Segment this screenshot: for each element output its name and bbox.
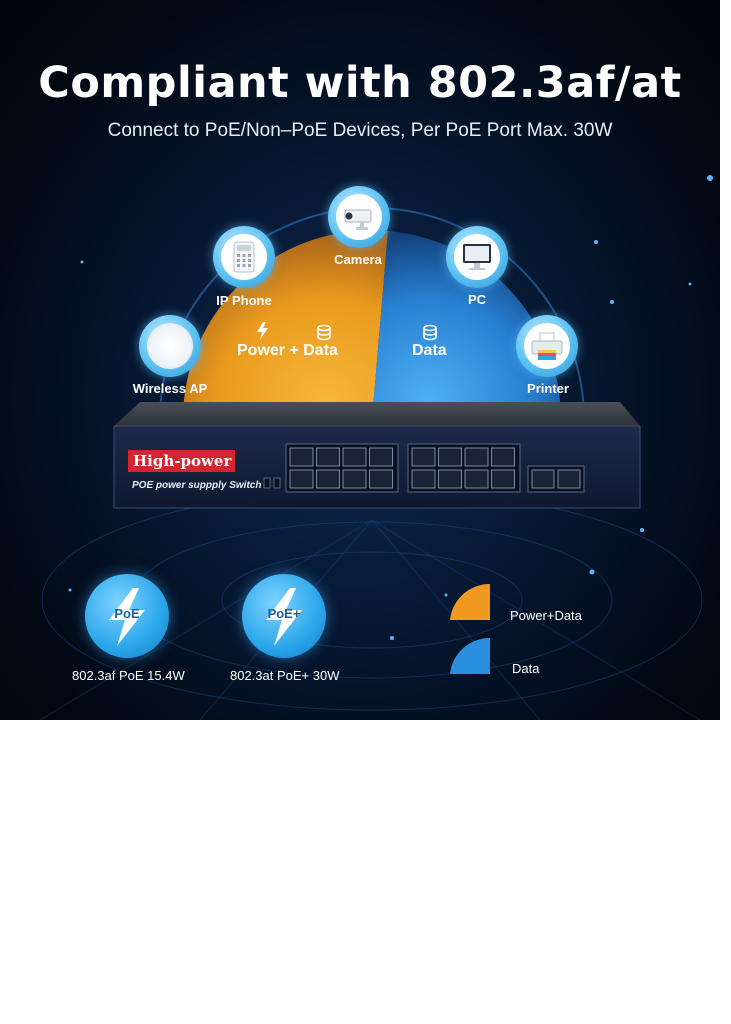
ethernet-port [491,469,515,489]
poe-plus-badge-text: PoE+ [267,606,301,621]
ethernet-port [369,469,393,489]
legend-swatch-power-data [450,583,490,620]
ethernet-port [342,469,367,489]
database-icon [317,324,331,341]
device-label-pc: PC [467,292,487,307]
monitor-icon [454,234,500,280]
device-label-ip-phone: IP Phone [216,293,272,308]
poe-badge-text: PoE [114,606,140,621]
poe-badge: PoE [85,574,169,658]
subheadline: Connect to PoE/Non–PoE Devices, Per PoE … [107,120,613,141]
ethernet-port [316,447,340,467]
data-segment [372,231,562,420]
ethernet-port [491,447,515,467]
ethernet-port [411,447,436,467]
wireless-ap-node [139,315,201,377]
device-label-wireless-ap: Wireless AP [132,381,208,396]
device-label-camera: Camera [334,252,382,267]
ethernet-port [464,447,489,467]
switch-subtitle: POE power suppply Switch [132,480,262,491]
segment-label-data: Data [412,342,447,359]
access-point-icon [147,323,193,369]
legend-swatch-data [450,637,490,674]
ethernet-port [369,447,393,467]
device-label-printer: Printer [527,381,569,396]
ethernet-port [289,447,314,467]
ip-phone-node [213,226,275,288]
printer-icon [524,323,570,369]
poe-plus-badge-caption: 802.3at PoE+ 30W [230,668,340,683]
ethernet-port [289,469,314,489]
camera-node [328,186,390,248]
ethernet-port [316,469,340,489]
printer-node [516,315,578,377]
power-data-segment [182,230,388,420]
lightning-icon [109,588,145,646]
headline: Compliant with 802.3af/at [38,58,682,108]
ethernet-port [438,469,462,489]
poe-plus-badge: PoE+ [242,574,326,658]
lightning-icon [257,322,268,340]
background-stars [68,175,713,640]
product-banner: Compliant with 802.3af/at Connect to PoE… [0,0,720,720]
ip-phone-icon [221,234,267,280]
camera-icon [336,194,382,240]
ethernet-port [411,469,436,489]
ethernet-port [438,447,462,467]
segment-label-power-data: Power + Data [237,342,338,359]
database-icon [423,324,437,341]
ethernet-port [464,469,489,489]
switch-brand-label: High-power [128,450,235,472]
legend-label-power-data: Power+Data [510,608,582,623]
poe-badge-caption: 802.3af PoE 15.4W [72,668,185,683]
legend-label-data: Data [512,661,540,676]
ethernet-port [342,447,367,467]
pc-node [446,226,508,288]
lightning-icon [266,588,302,646]
